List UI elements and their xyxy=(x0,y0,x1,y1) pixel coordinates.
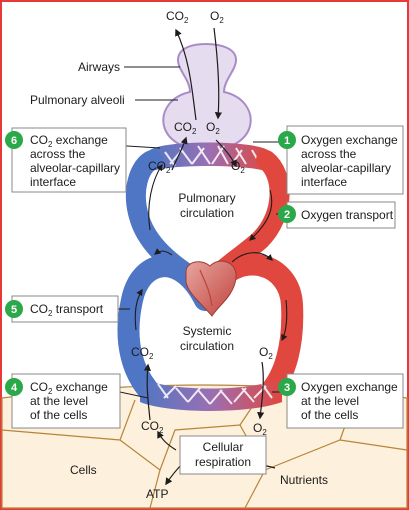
step-6-line4: interface xyxy=(30,175,76,189)
svg-text:3: 3 xyxy=(284,382,290,394)
svg-text:5: 5 xyxy=(11,304,17,316)
step-2-callout: 2 Oxygen transport xyxy=(276,202,395,228)
heart xyxy=(186,261,236,316)
step-1-line1: Oxygen exchange xyxy=(301,133,398,147)
systemic-capillary-bed xyxy=(140,378,282,411)
systemic-circulation-line2: circulation xyxy=(180,339,234,353)
co2-systemic-label: CO2 xyxy=(131,345,154,361)
o2-systemic-label: O2 xyxy=(259,345,273,361)
step-3-line3: of the cells xyxy=(301,408,358,422)
step-5-callout: 5 CO2 transport xyxy=(5,296,130,322)
systemic-circulation-line1: Systemic xyxy=(183,324,232,338)
step-1-line3: alveolar-capillary xyxy=(301,161,391,175)
alveolus xyxy=(163,44,250,150)
anatomy-callouts: Airways Pulmonary alveoli xyxy=(30,60,180,107)
step-3-line2: at the level xyxy=(301,394,359,408)
step-4-line3: of the cells xyxy=(30,408,87,422)
svg-text:1: 1 xyxy=(284,135,290,147)
svg-text:6: 6 xyxy=(11,135,17,147)
pulmonary-alveoli-label: Pulmonary alveoli xyxy=(30,93,125,107)
co2-top-label: CO2 xyxy=(166,9,189,25)
o2-top-label: O2 xyxy=(210,9,224,25)
airways-label: Airways xyxy=(78,60,120,74)
step-6-line2: across the xyxy=(30,147,86,161)
atp-label: ATP xyxy=(146,487,168,501)
pulmonary-circulation-line1: Pulmonary xyxy=(178,191,235,205)
cellular-respiration-box: Cellular respiration xyxy=(180,436,266,474)
pulmonary-circulation-line2: circulation xyxy=(180,206,234,220)
step-3-line1: Oxygen exchange xyxy=(301,380,398,394)
step-3-callout: 3 Oxygen exchange at the level of the ce… xyxy=(272,374,403,428)
cellular-respiration-line1: Cellular xyxy=(203,440,244,454)
svg-text:4: 4 xyxy=(11,382,18,394)
cellular-respiration-line2: respiration xyxy=(195,455,251,469)
cells-label: Cells xyxy=(70,463,97,477)
step-6-line3: alveolar-capillary xyxy=(30,161,120,175)
step-1-line2: across the xyxy=(301,147,357,161)
svg-text:2: 2 xyxy=(284,209,290,221)
step-4-line2: at the level xyxy=(30,394,88,408)
step-1-line4: interface xyxy=(301,175,347,189)
nutrients-label: Nutrients xyxy=(280,473,328,487)
step-2-line1: Oxygen transport xyxy=(301,208,394,222)
step-5-line1: CO2 transport xyxy=(30,302,104,318)
